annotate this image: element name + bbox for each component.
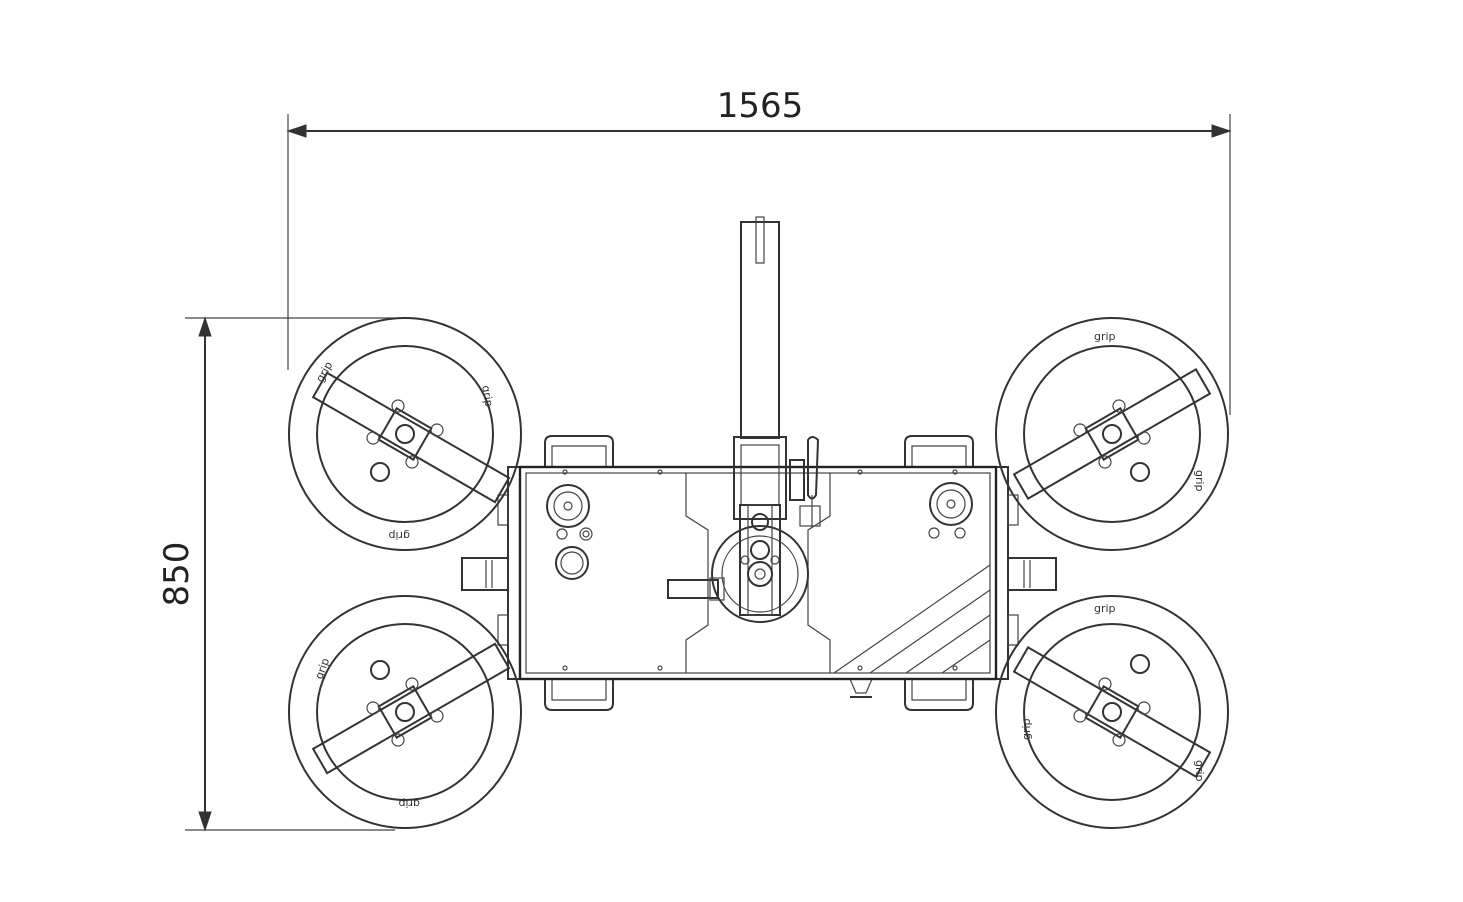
grip-label: grip: [313, 359, 335, 384]
height-dimension: 850: [157, 316, 395, 832]
frame-side-rails: [461, 466, 1057, 680]
grip-label: grip: [1094, 330, 1116, 343]
suction-pad-bottom-left: grip grip: [288, 595, 522, 829]
carry-handles: [544, 435, 974, 711]
grip-label: grip: [479, 384, 496, 407]
gauges: [546, 482, 973, 580]
grip-label: grip: [1020, 718, 1033, 740]
width-dimension: 1565: [286, 86, 1232, 415]
grip-label: grip: [313, 656, 333, 681]
height-label: 850: [157, 542, 197, 607]
grip-label: grip: [1094, 602, 1116, 615]
grip-label: grip: [1193, 760, 1206, 782]
grip-label: grip: [1193, 470, 1206, 492]
grip-label: grip: [398, 797, 420, 810]
lifting-mast: [667, 216, 821, 623]
width-label: 1565: [717, 86, 804, 126]
suction-pad-top-left: grip grip grip: [288, 317, 522, 551]
grip-label: grip: [388, 529, 410, 542]
suction-pad-top-right: grip grip: [995, 317, 1229, 551]
suction-pad-bottom-right: grip grip grip: [995, 595, 1229, 829]
main-frame: [518, 465, 998, 681]
